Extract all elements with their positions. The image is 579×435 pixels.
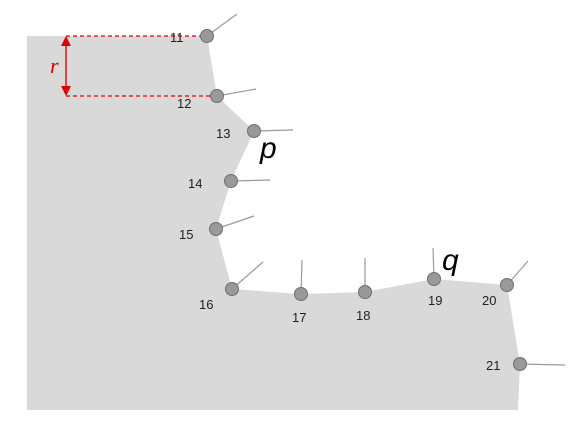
node-dot-20 — [500, 278, 514, 292]
node-dot-18 — [358, 285, 372, 299]
node-label-21: 21 — [486, 358, 500, 373]
node-dot-15 — [209, 222, 223, 236]
node-label-14: 14 — [188, 176, 202, 191]
shaded-region — [27, 36, 520, 410]
node-dot-21 — [513, 357, 527, 371]
node-label-15: 15 — [179, 227, 193, 242]
node-dot-17 — [294, 287, 308, 301]
dimension-label-r: r — [50, 53, 59, 78]
node-markers — [200, 29, 527, 371]
node-dot-14 — [224, 174, 238, 188]
node-label-16: 16 — [199, 297, 213, 312]
node-labels: 11 12 13 14 15 16 17 18 19 20 21 — [170, 30, 500, 373]
node-dot-19 — [427, 272, 441, 286]
node-dot-12 — [210, 89, 224, 103]
point-label-p: p — [259, 132, 277, 165]
normal-line-21 — [519, 363, 566, 366]
node-label-13: 13 — [216, 126, 230, 141]
node-label-12: 12 — [177, 96, 191, 111]
point-label-q: q — [442, 244, 459, 277]
node-label-19: 19 — [428, 293, 442, 308]
node-label-17: 17 — [292, 310, 306, 325]
node-label-11: 11 — [170, 30, 184, 45]
node-dot-16 — [225, 282, 239, 296]
dimension-arrowhead-up — [61, 36, 71, 46]
node-label-18: 18 — [356, 308, 370, 323]
node-dot-11 — [200, 29, 214, 43]
node-dot-13 — [247, 124, 261, 138]
dimension-arrowhead-down — [61, 86, 71, 96]
node-label-20: 20 — [482, 293, 496, 308]
